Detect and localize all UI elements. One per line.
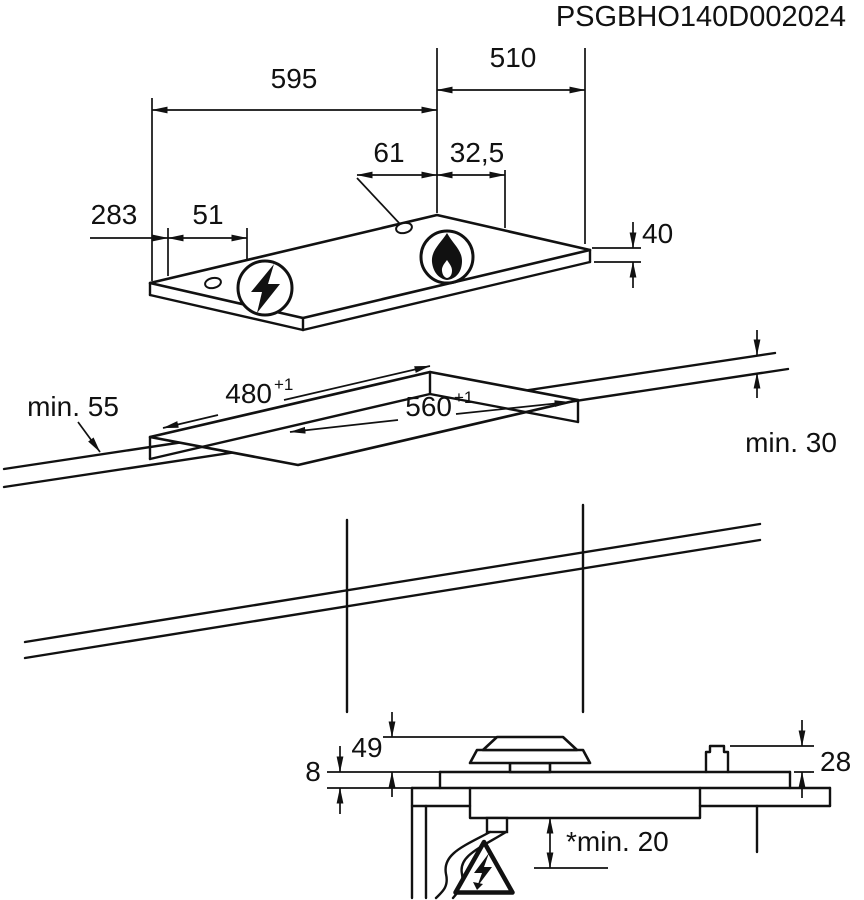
dim-below-clearance-label: *min. 20 xyxy=(566,826,669,857)
dim-width-label: 595 xyxy=(271,63,318,94)
dim-burner-height-label: 49 xyxy=(351,732,382,763)
ext-line xyxy=(356,177,401,225)
cross-section-view: 49 8 28 *min. 20 xyxy=(305,712,851,900)
dim-control-offset-label: 283 xyxy=(91,199,138,230)
dim-glass-height-label: 8 xyxy=(305,756,321,787)
dim-28-group xyxy=(730,720,814,798)
ignition-plug-left xyxy=(204,276,222,290)
dim-height-label: 40 xyxy=(642,218,673,249)
document-code: PSGBHO140D002024 xyxy=(556,1,846,33)
cutout-inner-walls xyxy=(148,370,580,461)
dim-depth-label: 510 xyxy=(490,42,537,73)
hob-outline xyxy=(148,213,592,320)
hob-thickness-edges xyxy=(148,248,592,332)
flame-icon-inner xyxy=(441,260,452,278)
dim-40-group xyxy=(592,222,641,288)
dim-rear-clearance-label: min. 30 xyxy=(745,427,837,458)
dim-cutout-depth-label: 480 xyxy=(225,378,272,409)
lightning-bolt-small-icon xyxy=(474,853,492,887)
dim-480-group xyxy=(162,365,431,429)
front-clearance-arrow xyxy=(77,421,101,453)
dim-cutout-depth-tolerance: +1 xyxy=(274,375,293,394)
burner-profile xyxy=(468,735,592,774)
cabinet-front-edges xyxy=(23,522,762,660)
dim-cutout-width-label: 560 xyxy=(405,391,452,422)
flame-icon xyxy=(431,233,462,280)
ignition-plug-right xyxy=(395,221,413,235)
dim-burner-spacing-label: 61 xyxy=(373,137,404,168)
worktop-cutout-view: 480 +1 560 +1 min. 55 min. 30 xyxy=(2,330,837,714)
cabinet-walls-section xyxy=(410,786,759,900)
glass-panel-section xyxy=(438,770,792,790)
lightning-bolt-icon xyxy=(251,264,280,313)
hob-housing xyxy=(468,786,702,820)
side-fitting xyxy=(704,744,730,774)
top-isometric-view: 595 510 61 32,5 283 51 40 xyxy=(90,42,673,332)
dim-8-group xyxy=(327,746,440,814)
dim-fitting-height-label: 28 xyxy=(820,746,851,777)
dim-control-spacing-label: 51 xyxy=(192,199,223,230)
lightning-arrow-tip xyxy=(473,882,483,890)
dim-cutout-width-tolerance: +1 xyxy=(454,388,473,407)
dim-560-group xyxy=(289,400,571,434)
dim-front-clearance-label: min. 55 xyxy=(27,391,119,422)
cutout-opening xyxy=(148,370,580,467)
dim-min20-group xyxy=(534,817,608,869)
dim-49-group xyxy=(383,712,497,797)
worktop-section xyxy=(410,786,832,808)
dim-burner-edge-label: 32,5 xyxy=(450,137,505,168)
